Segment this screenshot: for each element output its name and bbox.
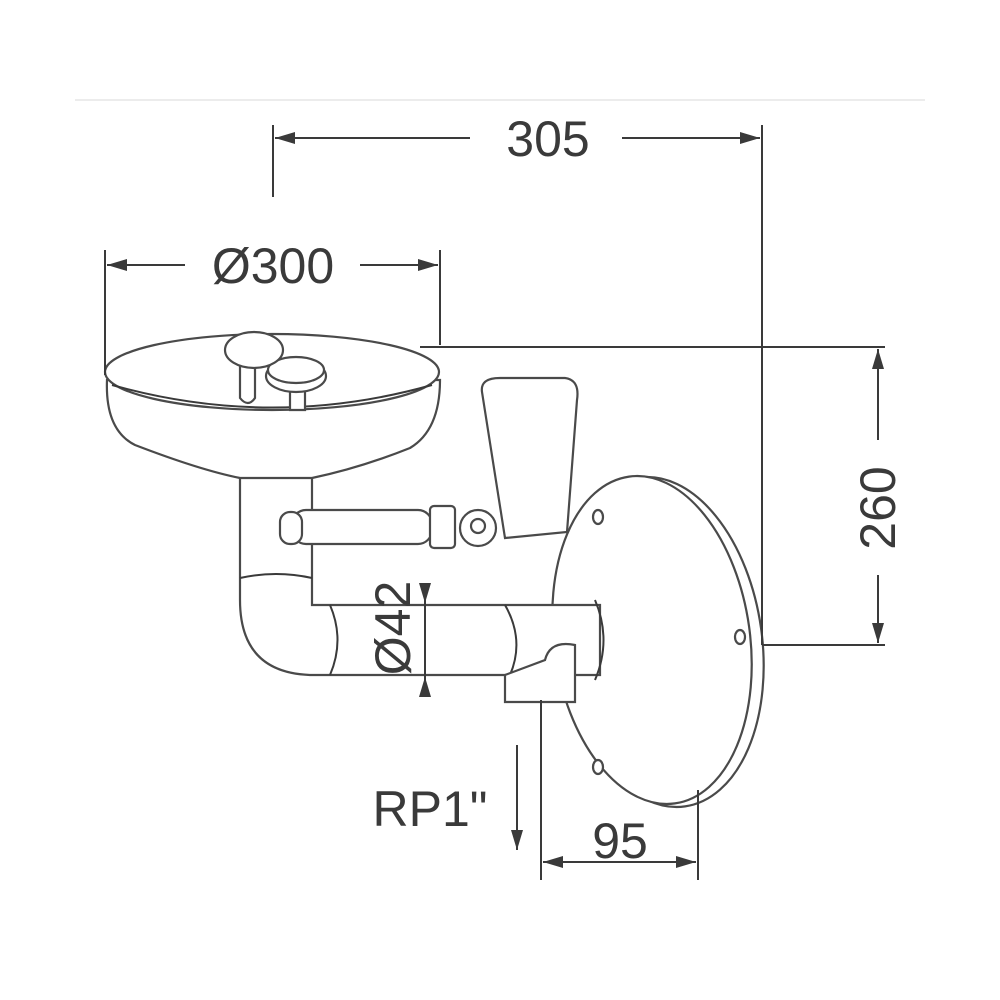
inlet-callout: RP1" [372,745,523,850]
dimension-label-300: Ø300 [212,238,334,294]
inlet-thread-label: RP1" [372,781,487,837]
dimension-260: 260 [420,346,906,646]
bowl [103,330,442,480]
dimension-label-42: Ø42 [365,581,421,676]
dimension-label-260: 260 [850,466,906,549]
dimension-diameter-42: Ø42 [365,581,431,697]
valve-handle [278,376,579,550]
dimension-label-305: 305 [506,111,589,167]
pipe-assembly [238,468,605,704]
dimension-diameter-300: Ø300 [104,238,441,375]
dimension-95: 95 [540,700,699,880]
wall-plate [551,474,765,809]
dimension-305: 305 [272,111,763,645]
dimension-label-95: 95 [592,813,648,869]
